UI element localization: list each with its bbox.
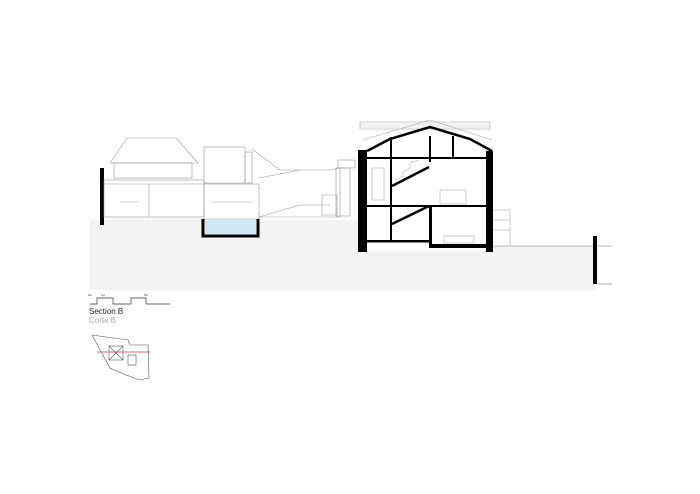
roof-hatch: [359, 119, 493, 141]
right-boundary-wall: [593, 236, 597, 284]
drawing-title: Section B: [89, 307, 124, 316]
pool-water: [205, 220, 256, 234]
scale-label-0: 0m: [88, 293, 93, 297]
drawing-subtitle: Corte B: [89, 316, 117, 325]
ground-fill: [90, 220, 595, 290]
scale-label-5: 5m: [144, 293, 149, 297]
house-section: [358, 125, 511, 252]
scale-label-1: 1m: [101, 293, 106, 297]
pool-walls: [201, 219, 260, 238]
pavilion-elevation: [103, 137, 356, 220]
key-plan: [91, 334, 150, 381]
left-boundary-wall: [100, 168, 104, 225]
scale-bar: 0m 1m 5m: [88, 293, 170, 305]
